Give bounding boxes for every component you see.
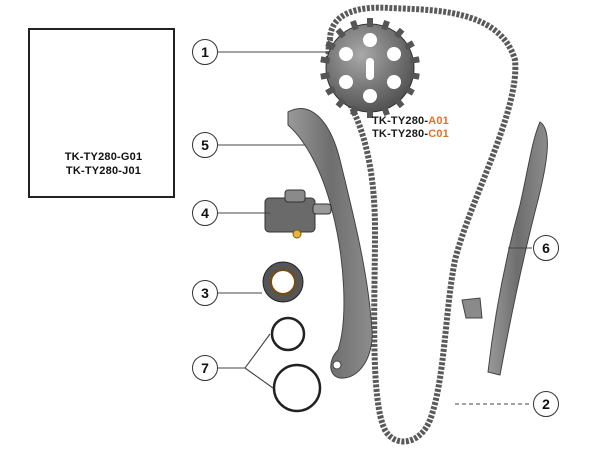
oil-seal [262,261,304,303]
chain-guide-left [287,108,373,379]
callout-3: 3 [192,280,218,306]
sprocket-code-1-prefix: TK-TY280- [372,115,429,127]
sprocket-code-1-suffix: A01 [428,115,449,127]
sprocket-code-2-suffix: C01 [428,128,449,140]
sprocket-code-1: TK-TY280-A01 [372,115,449,127]
leader-lines [218,51,532,405]
timing-chain [325,4,519,445]
callout-4: 4 [192,200,218,226]
sprocket-code-2: TK-TY280-C01 [372,128,449,140]
callout-7: 7 [192,355,218,381]
callout-2: 2 [533,391,559,417]
cam-sprocket [320,18,420,118]
o-rings [270,316,322,413]
callout-1: 1 [192,39,218,65]
sprocket-code-2-prefix: TK-TY280- [372,128,429,140]
inset-box: TK-TY280-G01 TK-TY280-J01 [28,28,175,198]
sprocket-teeth [320,18,420,118]
inset-code-1: TK-TY280-G01 [64,151,143,163]
callout-5: 5 [192,132,218,158]
sprocket-holes [339,33,401,103]
inset-code-2: TK-TY280-J01 [65,165,142,177]
callout-6: 6 [533,235,559,261]
chain-tensioner [264,189,332,239]
